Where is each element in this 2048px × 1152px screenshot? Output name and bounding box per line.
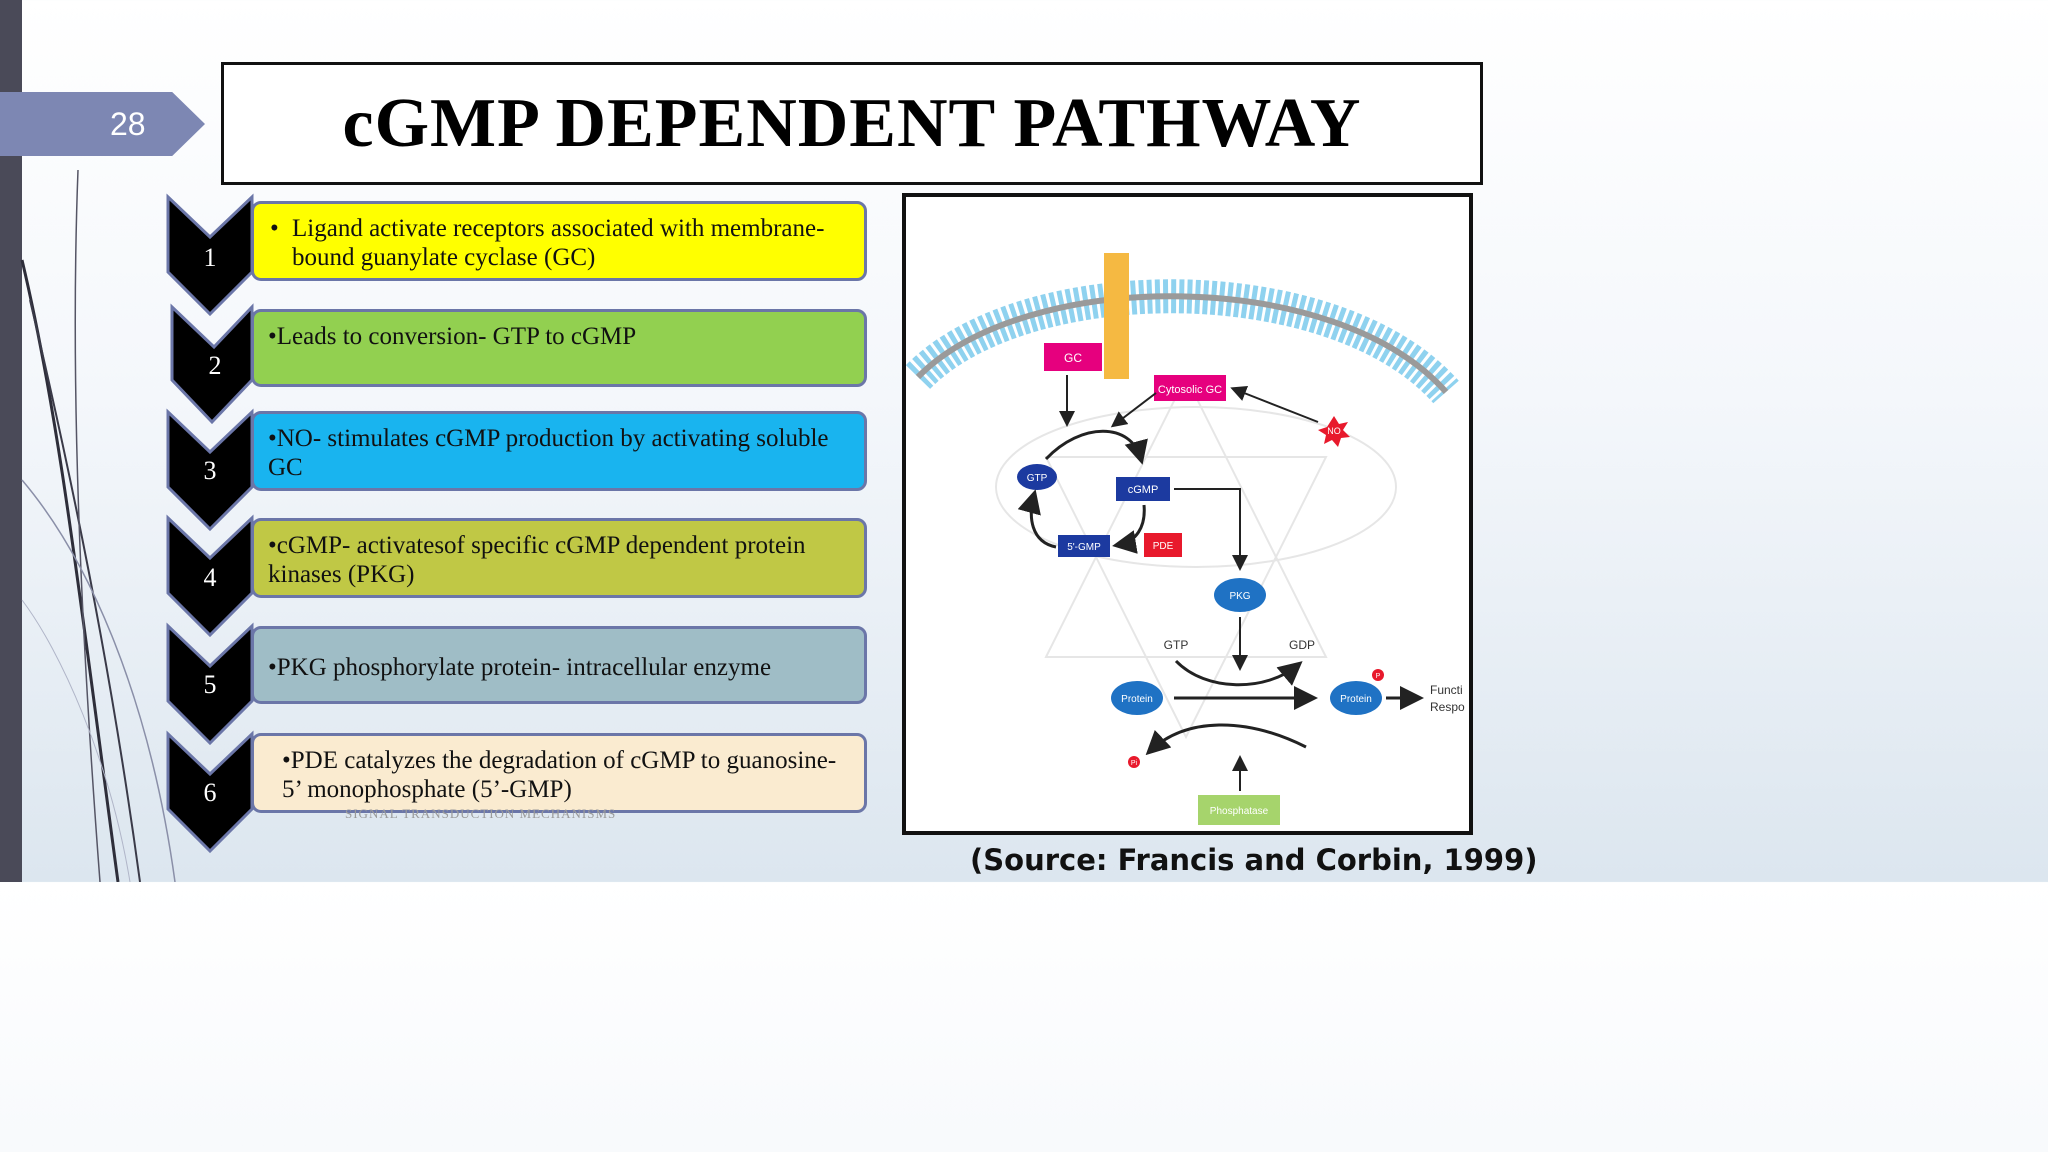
step-box-1: • Ligand activate receptors associated w… <box>251 201 867 281</box>
step-box-5: •PKG phosphorylate protein- intracellula… <box>251 626 867 704</box>
phosphate-right-icon <box>1372 669 1384 681</box>
step-chevrons <box>166 193 254 854</box>
pkg-oval <box>1214 578 1266 612</box>
step-number-6: 6 <box>203 778 217 807</box>
slide-title: cGMP DEPENDENT PATHWAY <box>342 84 1362 162</box>
step-number-2: 2 <box>208 351 222 380</box>
slide-number: 28 <box>110 106 146 142</box>
cgmp-label: cGMP <box>1128 484 1159 496</box>
no-label: NO <box>1327 426 1341 436</box>
gtp-label: GTP <box>1027 473 1048 484</box>
step-5-text: •PKG phosphorylate protein- intracellula… <box>268 654 772 681</box>
gc-box <box>1044 343 1102 371</box>
protein-left-label: Protein <box>1121 694 1153 705</box>
step-1-bullet: • <box>270 215 279 242</box>
step-6-text: •PDE catalyzes the degradation of cGMP t… <box>282 747 837 803</box>
step-box-2: •Leads to conversion- GTP to cGMP <box>251 309 867 387</box>
step-3-text: •NO- stimulates cGMP production by activ… <box>268 425 829 481</box>
cytosolic-gc-label: Cytosolic GC <box>1158 384 1222 396</box>
cgmp-box <box>1116 477 1170 501</box>
protein-right-label: Protein <box>1340 694 1372 705</box>
step-1-text: Ligand activate receptors associated wit… <box>292 215 825 271</box>
step-number-1: 1 <box>203 243 217 272</box>
five-gmp-box <box>1058 535 1110 557</box>
slide-footer: SIGNAL TRANSDUCTION MECHANISMS <box>345 806 617 821</box>
protein-left-oval <box>1111 681 1163 715</box>
step-number-3: 3 <box>203 456 217 485</box>
title-box: cGMP DEPENDENT PATHWAY <box>221 62 1483 185</box>
five-gmp-label: 5'-GMP <box>1067 542 1101 553</box>
no-star <box>1318 416 1350 447</box>
cell-membrane <box>906 279 1459 404</box>
step-box-3: •NO- stimulates cGMP production by activ… <box>251 411 867 491</box>
gtp-small-label: GTP <box>1164 638 1189 652</box>
pde-label: PDE <box>1153 541 1174 552</box>
gc-label: GC <box>1064 351 1082 365</box>
slide-number-tab <box>0 92 205 156</box>
chevron-5 <box>166 622 254 746</box>
step-box-4: •cGMP- activatesof specific cGMP depende… <box>251 518 867 598</box>
step-number-4: 4 <box>203 563 217 592</box>
pathway-diagram: GC Cytosolic GC NO GTP cGMP 5'-GMP PDE <box>906 253 1465 825</box>
phosphate-left-icon <box>1128 756 1140 768</box>
decorative-curves <box>20 169 176 882</box>
step-number-5: 5 <box>203 670 217 699</box>
phosphate-left-label: Pi <box>1131 760 1138 767</box>
gtp-oval <box>1017 464 1057 490</box>
receptor-bar <box>1104 253 1129 379</box>
step-box-6: •PDE catalyzes the degradation of cGMP t… <box>251 733 867 813</box>
left-edge-bar <box>0 0 22 882</box>
cytosolic-gc-box <box>1154 375 1226 401</box>
source-caption: (Source: Francis and Corbin, 1999) <box>970 843 1538 877</box>
phosphate-right-label: P <box>1376 673 1381 680</box>
step-4-text: •cGMP- activatesof specific cGMP depende… <box>268 532 806 588</box>
phosphatase-box <box>1198 795 1280 825</box>
functional-response-line-1: Functi <box>1430 683 1463 697</box>
functional-response-line-2: Respo <box>1430 700 1465 714</box>
pde-box <box>1144 533 1182 557</box>
step-2-text: •Leads to conversion- GTP to cGMP <box>268 323 637 350</box>
protein-right-oval <box>1330 681 1382 715</box>
gdp-label: GDP <box>1289 638 1315 652</box>
pathway-figure: GC Cytosolic GC NO GTP cGMP 5'-GMP PDE <box>902 193 1473 835</box>
pkg-label: PKG <box>1229 591 1250 602</box>
phosphatase-label: Phosphatase <box>1210 806 1269 817</box>
